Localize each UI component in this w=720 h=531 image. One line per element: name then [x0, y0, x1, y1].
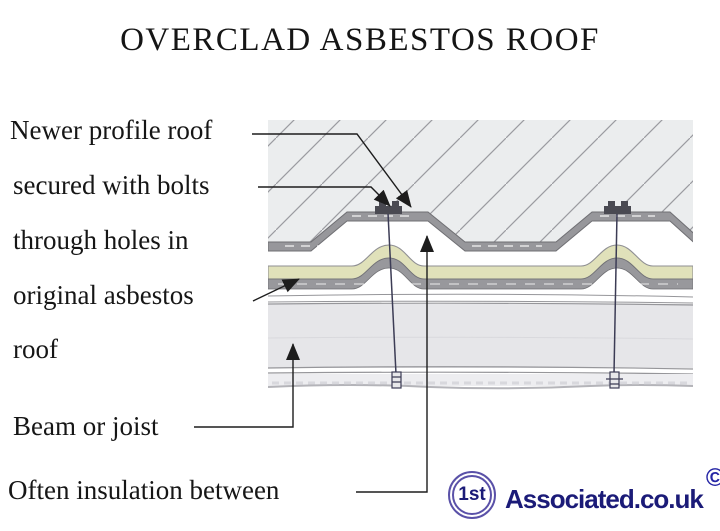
bolt-rods: [387, 212, 618, 375]
beam-band-edges: [268, 302, 693, 375]
sketch-lines: [268, 293, 693, 304]
logo-1st-badge-inner-ring: 1st: [452, 475, 492, 515]
leader-original-asbestos: [252, 278, 300, 302]
leader-newer-profile-roof: [252, 133, 412, 208]
logo-brand-name: Associated.co.uk: [505, 484, 704, 514]
label-original-asbestos: original asbestos: [13, 280, 194, 310]
page-title: OVERCLAD ASBESTOS ROOF: [120, 22, 600, 58]
leader-beam-or-joist: [194, 343, 300, 428]
logo-1st-badge: 1st: [448, 471, 496, 519]
beam-band: [268, 304, 693, 368]
asbestos-underside: [268, 257, 693, 290]
label-secured-with-bolts: secured with bolts: [13, 170, 210, 200]
copyright-symbol: ©: [705, 464, 720, 492]
leader-arrows: [194, 133, 434, 493]
new-profile-roof-sheet: [268, 211, 693, 252]
logo: 1st Associated.co.uk ©: [448, 464, 720, 519]
label-through-holes-in: through holes in: [13, 225, 189, 255]
leader-often-insulation: [356, 235, 434, 493]
beam-texture-line: [268, 336, 693, 340]
rough-bottom-edge: [268, 384, 693, 390]
label-beam-or-joist: Beam or joist: [13, 411, 159, 441]
hatched-area-above-roof: [268, 120, 693, 242]
label-often-insulation-between: Often insulation between: [8, 475, 280, 505]
leader-secured-with-bolts: [258, 186, 391, 207]
label-roof: roof: [13, 334, 58, 364]
logo-1st-text: 1st: [458, 484, 486, 505]
sheet-highlight-dashes: [285, 215, 655, 247]
bolt-bottom-fixings: [391, 371, 623, 389]
label-newer-profile-roof: Newer profile roof: [10, 115, 213, 145]
